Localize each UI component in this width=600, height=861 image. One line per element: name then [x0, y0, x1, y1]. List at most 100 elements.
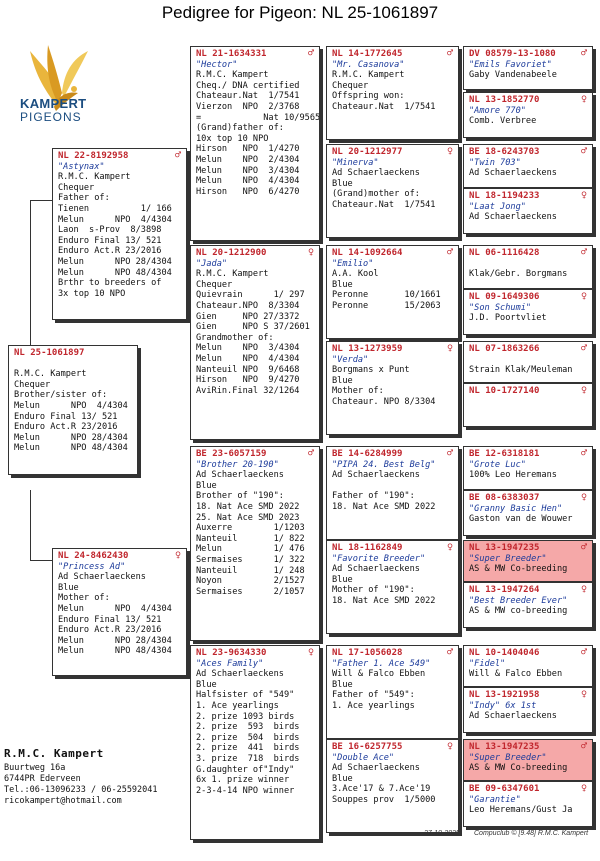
- pigeon-detail-line: Gien NPO S 37/2601: [196, 322, 310, 333]
- male-icon: ♂: [580, 741, 587, 752]
- pigeon-detail-line: Ad Schaerlaeckens: [58, 572, 146, 583]
- pigeon-header: NL 09-1649306♀: [469, 292, 587, 303]
- pigeon-detail-line: 25. Nat Ace SMD 2023: [196, 512, 300, 523]
- male-icon: ♂: [174, 150, 181, 161]
- pigeon-header: NL 20-1212977♀: [332, 147, 453, 158]
- pigeon-detail-line: Melun NPO 4/4304: [58, 603, 172, 614]
- pigeon-detail-line: 3. prize 718 birds: [196, 753, 300, 764]
- pigeon-detail-line: 1. Ace yearlings: [196, 700, 279, 711]
- pigeon-detail-line: Enduro Act.R 23/2016: [58, 625, 162, 636]
- ring-number: BE 18-6243703: [469, 147, 540, 157]
- pigeon-detail-line: Melun NPO 4/4304: [58, 214, 172, 225]
- pigeon-header: BE 09-6347601♀: [469, 784, 587, 795]
- pigeon-detail-line: Melun NPO 48/4304: [14, 443, 128, 454]
- pigeon-name: "Princess Ad": [58, 561, 126, 572]
- pigeon-card-g16: BE 09-6347601♀"Garantie"Leo Heremans/Gus…: [463, 781, 593, 827]
- ring-number: NL 10-1727140: [469, 386, 540, 396]
- pigeon-detail-line: Borgmans x Punt: [332, 365, 410, 376]
- pigeon-detail-line: [14, 359, 132, 370]
- pigeon-detail-line: Chequer: [14, 379, 51, 390]
- female-icon: ♀: [580, 190, 587, 201]
- connector: [30, 200, 31, 345]
- pigeon-detail-line: Quievrain 1/ 297: [196, 290, 305, 301]
- female-icon: ♀: [174, 550, 181, 561]
- pigeon-name: "Super Breeder": [469, 752, 547, 763]
- pigeon-name: "Garantie": [469, 794, 521, 805]
- female-icon: ♀: [446, 343, 453, 354]
- pigeon-detail-line: [332, 481, 453, 492]
- ring-number: NL 14-1772645: [332, 49, 403, 59]
- pigeon-detail-line: 100% Leo Heremans: [469, 470, 557, 481]
- pigeon-detail-line: Ad Schaerlaeckens: [196, 669, 284, 680]
- footer-date: 27-10-2025: [424, 830, 460, 837]
- pigeon-name: "Super Breeder": [469, 553, 547, 564]
- pigeon-header: BE 23-6057159♂: [196, 449, 314, 460]
- pigeon-name: "Father 1. Ace 549": [332, 658, 431, 669]
- pigeon-detail-line: 18. Nat Ace SMD 2022: [332, 501, 436, 512]
- pigeon-detail-line: 2. prize 441 birds: [196, 743, 300, 754]
- pigeon-header: NL 06-1116428♂: [469, 248, 587, 259]
- pigeon-detail-line: Gaby Vandenabeele: [469, 70, 557, 81]
- pigeon-detail-line: Sermaises 1/ 322: [196, 554, 305, 565]
- female-icon: ♀: [580, 584, 587, 595]
- pigeon-detail-line: Will & Falco Ebben: [469, 669, 563, 680]
- pigeon-detail-line: [469, 355, 587, 366]
- pigeon-detail-line: Ad Schaerlaeckens: [469, 711, 557, 722]
- dove-logo-icon: [30, 45, 88, 111]
- pigeon-name: "Double Ace": [332, 752, 395, 763]
- pigeon-detail-line: Chateaur.NPO 8/3304: [196, 300, 300, 311]
- female-icon: ♀: [446, 542, 453, 553]
- male-icon: ♂: [446, 647, 453, 658]
- pigeon-detail-line: Melun NPO 3/4304: [196, 343, 300, 354]
- ring-number: NL 18-1162849: [332, 543, 403, 553]
- pigeon-card-g2: NL 13-1852770♀"Amore 770"Comb. Verbree: [463, 92, 593, 138]
- pigeon-detail-line: Offspring won:: [332, 91, 405, 102]
- ring-number: NL 23-9634330: [196, 648, 267, 658]
- pigeon-detail-line: Grandmother of:: [196, 332, 274, 343]
- pigeon-card-g4: NL 18-1194233♀"Laat Jong"Ad Schaerlaecke…: [463, 188, 593, 234]
- ring-number: NL 13-1852770: [469, 95, 540, 105]
- pigeon-name: "Minerva": [332, 157, 379, 168]
- pigeon-detail-line: Tienen 1/ 166: [58, 203, 172, 214]
- owner-address-line: Buurtweg 16a: [4, 763, 66, 773]
- pigeon-detail-line: Hirson NPO 9/4270: [196, 375, 300, 386]
- connector: [30, 200, 54, 201]
- male-icon: ♂: [446, 247, 453, 258]
- pigeon-card-g12: NL 13-1947264♀"Best Breeder Ever"AS & MW…: [463, 582, 593, 628]
- pigeon-detail-line: Melun NPO 3/4304: [196, 165, 300, 176]
- pigeon-header: NL 18-1194233♀: [469, 191, 587, 202]
- pigeon-detail-line: Blue: [196, 679, 217, 690]
- ring-number: NL 06-1116428: [469, 248, 540, 258]
- pigeon-name: "Emilio": [332, 258, 374, 269]
- pigeon-detail-line: Enduro Act.R 23/2016: [14, 422, 118, 433]
- pigeon-detail-line: Melun NPO 4/4304: [196, 176, 300, 187]
- pigeon-name: "Indy" 6x 1st: [469, 700, 537, 711]
- pigeon-detail-line: Melun NPO 4/4304: [196, 353, 300, 364]
- pigeon-header: NL 24-8462430♀: [58, 551, 181, 562]
- male-icon: ♂: [580, 343, 587, 354]
- pigeon-name: "Brother 20-190": [196, 459, 279, 470]
- pigeon-detail-line: 2-3-4-14 NPO winner: [196, 785, 295, 796]
- pigeon-header: NL 13-1921958♀: [469, 690, 587, 701]
- pigeon-card-g3: BE 18-6243703♂"Twin 703"Ad Schaerlaecken…: [463, 144, 593, 188]
- pigeon-header: NL 13-1852770♀: [469, 95, 587, 106]
- pigeon-detail-line: 2. prize 1093 birds: [196, 711, 295, 722]
- female-icon: ♀: [446, 741, 453, 752]
- pigeon-detail-line: Brother/sister of:: [14, 390, 108, 401]
- pigeon-detail-line: 18. Nat Ace SMD 2022: [332, 595, 436, 606]
- pigeon-detail-line: Brthr to breeders of: [58, 278, 162, 289]
- pigeon-detail-line: R.M.C. Kampert: [196, 269, 269, 280]
- ring-number: DV 08579-13-1080: [469, 49, 556, 59]
- female-icon: ♀: [580, 291, 587, 302]
- pigeon-detail-line: Ad Schaerlaeckens: [469, 212, 557, 223]
- male-icon: ♂: [580, 448, 587, 459]
- ring-number: NL 13-1947264: [469, 585, 540, 595]
- logo-word-2: PIGEONS: [20, 110, 82, 124]
- pigeon-header: DV 08579-13-1080♂: [469, 49, 587, 60]
- pigeon-detail-line: Blue: [332, 679, 353, 690]
- pigeon-detail-line: Chequer: [58, 182, 95, 193]
- pigeon-card-g11: NL 13-1947235♂"Super Breeder"AS & MW Co-…: [463, 540, 593, 582]
- pigeon-detail-line: Hirson NPO 1/4270: [196, 144, 300, 155]
